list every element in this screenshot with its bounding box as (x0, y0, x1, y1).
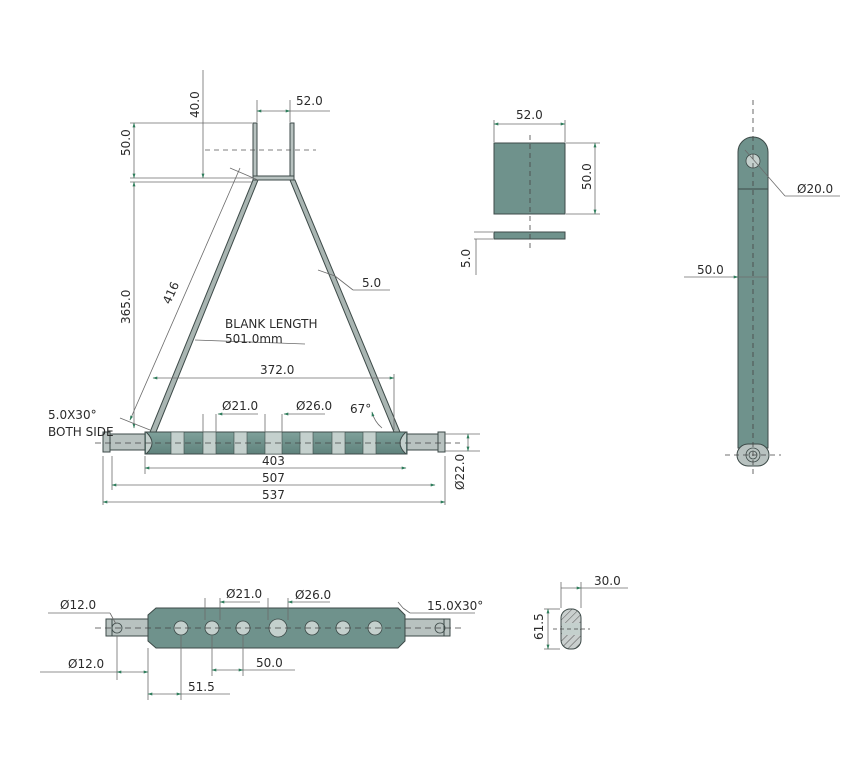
dim-top-hole-offset: 40.0 (188, 91, 202, 118)
section-height: 61.5 (532, 613, 546, 640)
front-view: 52.0 40.0 50.0 365.0 416 5.0 BLANK LENGT… (48, 70, 480, 505)
plate-view: 52.0 50.0 5.0 (459, 108, 600, 275)
dim-length-mid: 507 (262, 471, 285, 485)
main-bar (95, 431, 460, 455)
top-pin-hole-left: Ø12.0 (60, 598, 96, 612)
top-chamfer: 15.0X30° (427, 599, 483, 613)
dim-top-height: 50.0 (119, 129, 133, 156)
plate-width: 52.0 (516, 108, 543, 122)
top-clevis (252, 122, 295, 181)
dim-leg-span: 372.0 (260, 363, 294, 377)
blank-length-label: BLANK LENGTH (225, 317, 318, 331)
dim-shaft-dia: Ø22.0 (453, 454, 467, 490)
dim-top-width: 52.0 (296, 94, 323, 108)
side-hole-dia: Ø20.0 (797, 182, 833, 196)
top-hole-pitch: 50.0 (256, 656, 283, 670)
dim-length-total: 537 (262, 488, 285, 502)
dim-plate-thickness: 5.0 (362, 276, 381, 290)
section-view: 30.0 61.5 (532, 574, 628, 650)
top-view: Ø12.0 Ø21.0 Ø26.0 15.0X30° Ø12.0 50.0 51… (40, 587, 483, 700)
top-pin-dia-bottom: Ø12.0 (68, 657, 104, 671)
chamfer-label-1: 5.0X30° (48, 408, 97, 422)
chamfer-label-2: BOTH SIDE (48, 425, 114, 439)
plate-thickness: 5.0 (459, 249, 473, 268)
a-frame-legs (149, 179, 401, 433)
side-width: 50.0 (697, 263, 724, 277)
dim-total-height: 365.0 (119, 290, 133, 324)
dim-bar-length: 403 (262, 454, 285, 468)
top-large-hole: Ø26.0 (295, 588, 331, 602)
dim-angle: 67° (350, 402, 371, 416)
top-first-hole-offset: 51.5 (188, 680, 215, 694)
side-view: Ø20.0 50.0 (684, 100, 840, 478)
top-small-hole: Ø21.0 (226, 587, 262, 601)
section-width: 30.0 (594, 574, 621, 588)
dim-large-hole: Ø26.0 (296, 399, 332, 413)
dim-small-hole: Ø21.0 (222, 399, 258, 413)
plate-height: 50.0 (580, 163, 594, 190)
blank-length-value: 501.0mm (225, 332, 283, 346)
dim-leg-length: 416 (160, 280, 182, 307)
